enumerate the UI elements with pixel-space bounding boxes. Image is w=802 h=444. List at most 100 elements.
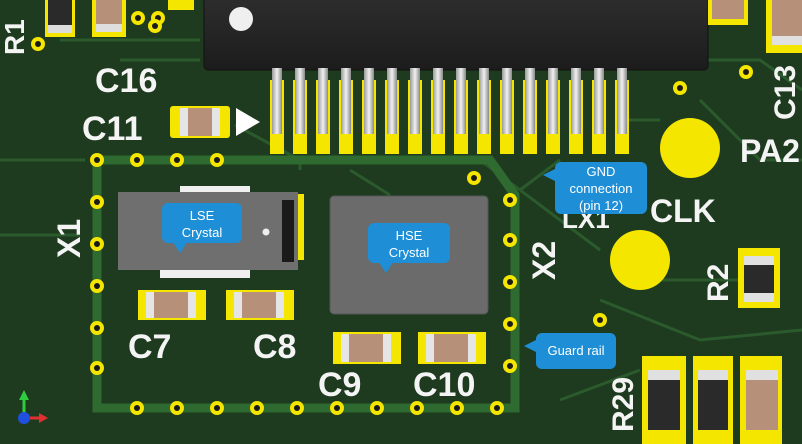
load-capacitors [138, 290, 486, 364]
ic-pin [318, 68, 328, 134]
ic-pin [295, 68, 305, 134]
via-hole [507, 363, 513, 369]
callout-hse-crystal: HSE Crystal [368, 223, 450, 273]
label-clk: CLK [650, 193, 716, 229]
guard-rail-vias [90, 153, 517, 415]
via [90, 279, 104, 293]
via-hole [214, 157, 220, 163]
callout-hse-line2: Crystal [388, 245, 430, 260]
ic-pin [617, 68, 627, 134]
ic-pin [548, 68, 558, 134]
via [593, 313, 607, 327]
ic-pads [270, 68, 629, 154]
via [503, 233, 517, 247]
via-hole [94, 283, 100, 289]
ic-pin [341, 68, 351, 134]
via-hole [135, 15, 141, 21]
ic-pin [272, 68, 282, 134]
via-hole [294, 405, 300, 411]
label-x2: X2 [526, 241, 562, 280]
label-r29: R29 [607, 377, 640, 432]
via-hole [94, 241, 100, 247]
callout-gnd-line3: (pin 12) [578, 198, 624, 213]
via-hole [94, 157, 100, 163]
via [290, 401, 304, 415]
test-points [610, 118, 720, 290]
label-c11: C11 [82, 110, 143, 148]
via-hole [174, 405, 180, 411]
label-c13: C13 [769, 65, 802, 120]
via-hole [214, 405, 220, 411]
callout-hse-line1: HSE [395, 228, 423, 243]
label-c7: C7 [128, 328, 171, 366]
via [90, 153, 104, 167]
label-x1: X1 [51, 219, 87, 258]
via [130, 153, 144, 167]
via-hole [254, 405, 260, 411]
via [31, 37, 45, 51]
via-hole [35, 41, 41, 47]
via [90, 195, 104, 209]
misc-vias [31, 11, 753, 327]
via [503, 359, 517, 373]
via [170, 153, 184, 167]
via [90, 321, 104, 335]
via [210, 153, 224, 167]
callout-gnd-line1: GND [586, 164, 616, 179]
ic-pin [364, 68, 374, 134]
via-hole [507, 237, 513, 243]
via-hole [174, 157, 180, 163]
via [503, 275, 517, 289]
arrow-right-icon [236, 108, 260, 136]
callout-gnd-connection: GND connection (pin 12) [543, 162, 647, 214]
label-pa2: PA2 [740, 133, 800, 169]
via [673, 81, 687, 95]
via [739, 65, 753, 79]
via-hole [94, 365, 100, 371]
via-hole [134, 157, 140, 163]
via [90, 361, 104, 375]
via-hole [597, 317, 603, 323]
via-hole [494, 405, 500, 411]
microcontroller-ic [203, 0, 709, 71]
ic-pin [479, 68, 489, 134]
axis-gizmo-icon [18, 390, 48, 424]
right-parts [642, 0, 802, 444]
via-hole [334, 405, 340, 411]
via [130, 401, 144, 415]
label-c10: C10 [413, 366, 475, 404]
via-hole [94, 199, 100, 205]
callout-lse-line2: Crystal [181, 225, 223, 240]
via-hole [507, 279, 513, 285]
via-hole [414, 405, 420, 411]
via-hole [677, 85, 683, 91]
via [450, 401, 464, 415]
via [467, 171, 481, 185]
via [170, 401, 184, 415]
label-c8: C8 [253, 328, 296, 366]
callout-lse-crystal: LSE Crystal [162, 203, 242, 253]
ic-pin [387, 68, 397, 134]
ic-pin [433, 68, 443, 134]
ic-pin [571, 68, 581, 134]
via [503, 193, 517, 207]
via [330, 401, 344, 415]
callout-lse-line1: LSE [189, 208, 215, 223]
label-r1-partial: R1 [0, 19, 30, 55]
via-hole [507, 197, 513, 203]
callout-gnd-line2: connection [569, 181, 633, 196]
via-hole [743, 69, 749, 75]
via [503, 317, 517, 331]
label-c16: C16 [95, 62, 157, 100]
callout-guard-text: Guard rail [547, 343, 605, 358]
via-hole [134, 405, 140, 411]
top-left-parts [45, 0, 194, 37]
c11-capacitor [170, 106, 230, 138]
callout-guard-rail: Guard rail [524, 333, 616, 369]
label-r2: R2 [702, 264, 735, 302]
via-hole [507, 321, 513, 327]
via-hole [471, 175, 477, 181]
via [131, 11, 145, 25]
